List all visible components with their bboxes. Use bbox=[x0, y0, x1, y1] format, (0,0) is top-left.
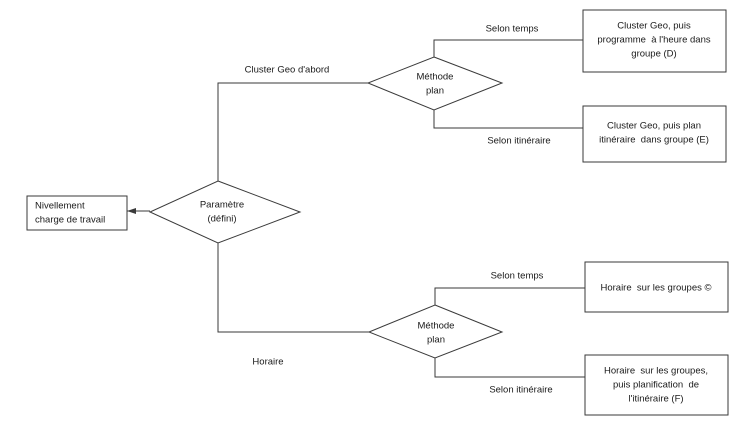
node-methode-top-line1: Méthode bbox=[417, 72, 454, 83]
node-result-c-line1: Horaire sur les groupes © bbox=[600, 283, 711, 294]
node-methode-bottom-line1: Méthode bbox=[418, 321, 455, 332]
node-methode-top-line2: plan bbox=[426, 86, 444, 97]
node-nivellement-charge-de-travail[interactable]: Nivellement charge de travail bbox=[26, 195, 128, 231]
connector-methode-bottom-to-result-f bbox=[434, 358, 585, 378]
node-result-e-line1: Cluster Geo, puis plan bbox=[607, 121, 701, 132]
node-nivellement-line1: Nivellement bbox=[35, 201, 85, 212]
node-nivellement-line2: charge de travail bbox=[35, 215, 105, 226]
node-decision-methode-plan-bottom[interactable]: Méthode plan bbox=[367, 304, 504, 359]
node-result-cluster-geo-programme-heure-d[interactable]: Cluster Geo, puis programme à l'heure da… bbox=[582, 9, 727, 73]
edge-label-cluster-geo-dabord: Cluster Geo d'abord bbox=[245, 65, 330, 76]
node-result-e-line2: itinéraire dans groupe (E) bbox=[599, 135, 709, 146]
node-result-cluster-geo-plan-itineraire-e[interactable]: Cluster Geo, puis plan itinéraire dans g… bbox=[582, 105, 727, 163]
node-parametre-line1: Paramètre bbox=[200, 200, 244, 211]
node-result-d-line3: groupe (D) bbox=[631, 49, 676, 60]
edge-label-selon-temps-bottom: Selon temps bbox=[491, 271, 544, 282]
connector-methode-bottom-to-result-c bbox=[434, 287, 585, 305]
node-parametre-line2: (défini) bbox=[207, 214, 236, 225]
node-result-d-line2: programme à l'heure dans bbox=[597, 35, 710, 46]
node-result-horaire-sur-les-groupes-c[interactable]: Horaire sur les groupes © bbox=[584, 261, 729, 313]
node-result-horaire-planification-itineraire-f[interactable]: Horaire sur les groupes, puis planificat… bbox=[584, 354, 729, 416]
edge-label-horaire: Horaire bbox=[252, 357, 283, 368]
node-result-f-line1: Horaire sur les groupes, bbox=[604, 366, 708, 377]
node-decision-parametre[interactable]: Paramètre (défini) bbox=[148, 180, 302, 244]
edge-label-selon-itineraire-top: Selon itinéraire bbox=[487, 136, 550, 147]
node-methode-bottom-line2: plan bbox=[427, 335, 445, 346]
connector-methode-top-to-result-d bbox=[433, 39, 583, 57]
node-result-d-line1: Cluster Geo, puis bbox=[617, 21, 691, 32]
node-result-f-line2: puis planification de bbox=[613, 380, 699, 391]
node-result-f-line3: l'itinéraire (F) bbox=[628, 394, 683, 405]
edge-label-selon-temps-top: Selon temps bbox=[486, 24, 539, 35]
node-decision-methode-plan-top[interactable]: Méthode plan bbox=[366, 56, 504, 111]
connector-parametre-top-branch bbox=[217, 82, 368, 181]
arrowhead-to-start-box bbox=[127, 208, 136, 214]
edge-label-selon-itineraire-bottom: Selon itinéraire bbox=[489, 385, 552, 396]
connector-parametre-bottom-branch bbox=[217, 243, 369, 333]
connector-methode-top-to-result-e bbox=[433, 110, 583, 129]
